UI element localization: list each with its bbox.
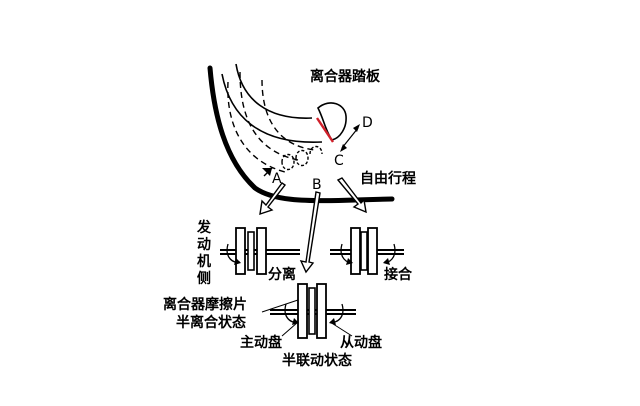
leader-drive bbox=[281, 321, 299, 337]
label-half-engaged: 半离合状态 bbox=[176, 315, 246, 331]
return-spring-icon bbox=[281, 145, 323, 171]
label-drive-plate: 主动盘 bbox=[240, 335, 282, 351]
leader-friction bbox=[261, 299, 299, 313]
label-free-travel: 自由行程 bbox=[360, 171, 416, 187]
clutch-assembly-engaged bbox=[330, 227, 404, 275]
label-pedal: 离合器踏板 bbox=[310, 69, 380, 85]
pedal-dashed-1 bbox=[239, 71, 299, 161]
pedal-arm-inner bbox=[221, 73, 323, 143]
arrow-b bbox=[299, 191, 321, 274]
free-travel-dimension bbox=[341, 127, 359, 149]
label-engage: 接合 bbox=[384, 267, 412, 283]
clutch-assembly-engine-side bbox=[220, 227, 300, 275]
label-driven-plate: 从动盘 bbox=[340, 335, 382, 351]
arrow-c bbox=[336, 177, 367, 214]
pedal-dashed-3 bbox=[261, 79, 316, 151]
point-c: C bbox=[334, 153, 344, 169]
pedal-dashed-2 bbox=[227, 81, 286, 173]
label-friction-plate: 离合器摩擦片 bbox=[163, 297, 247, 313]
free-travel-mark bbox=[316, 117, 334, 143]
arrow-a bbox=[259, 182, 287, 216]
label-half-linked: 半联动状态 bbox=[282, 353, 352, 369]
pedal-pad bbox=[317, 102, 347, 141]
point-a: A bbox=[272, 171, 282, 187]
label-engine-side: 发动机侧 bbox=[197, 220, 211, 287]
pedal-arm-outer bbox=[235, 63, 313, 119]
label-separate: 分离 bbox=[268, 267, 296, 283]
clutch-assembly-half-engaged bbox=[270, 283, 356, 339]
point-d: D bbox=[362, 115, 373, 131]
car-body-outline bbox=[207, 65, 395, 204]
point-b: B bbox=[312, 177, 322, 193]
leader-driven bbox=[329, 321, 353, 337]
